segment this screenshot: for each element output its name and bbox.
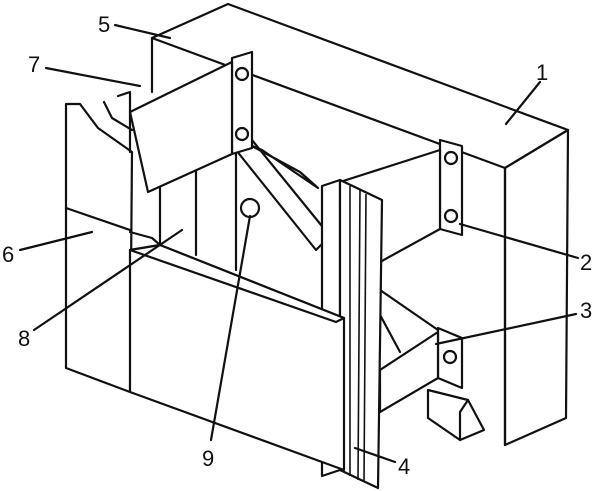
leader-lines [18, 23, 580, 464]
leader-9 [209, 214, 252, 442]
callout-2: 2 [580, 250, 592, 275]
guide-rail [320, 178, 384, 490]
leader-5 [113, 23, 172, 40]
callout-7: 7 [28, 52, 40, 77]
cladding-panels [64, 90, 346, 472]
wall-block [150, 2, 570, 447]
leader-1 [504, 80, 542, 126]
lower-right-bracket [370, 288, 486, 442]
callout-1: 1 [536, 60, 548, 85]
callout-labels: 1 2 3 4 5 6 7 8 9 [2, 12, 592, 479]
leader-3 [434, 312, 578, 346]
callout-3: 3 [580, 298, 592, 323]
leader-7 [44, 66, 142, 88]
callout-6: 6 [2, 242, 14, 267]
leader-8 [32, 228, 184, 332]
leader-2 [458, 222, 580, 260]
callout-8: 8 [18, 326, 30, 351]
callout-4: 4 [398, 454, 410, 479]
upper-left-bracket [128, 50, 254, 194]
leader-4 [353, 446, 397, 464]
leader-6 [18, 230, 94, 252]
callout-9: 9 [202, 446, 214, 471]
callout-5: 5 [98, 12, 110, 37]
